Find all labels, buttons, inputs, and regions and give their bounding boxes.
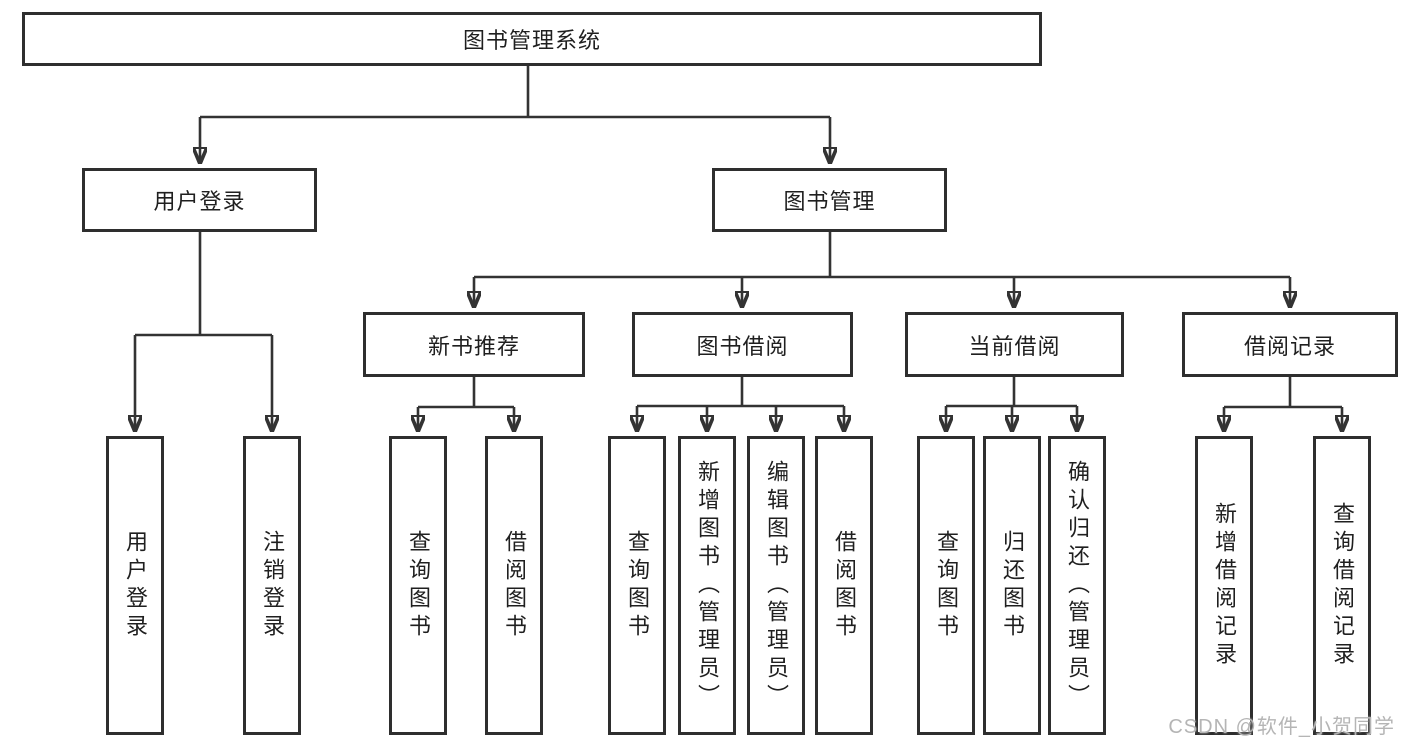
node-book-borrowing: 图书借阅 xyxy=(632,312,853,377)
leaf-query-books-current-label: 查询图书 xyxy=(934,529,959,642)
csdn-watermark: CSDN @软件_小贺同学 xyxy=(1168,716,1395,738)
leaf-confirm-return-admin-label: 确认归还（管理员） xyxy=(1065,459,1090,712)
leaf-borrow-books-borrowing-label: 借阅图书 xyxy=(832,529,857,642)
node-current-borrowing: 当前借阅 xyxy=(905,312,1124,377)
leaf-query-books-recommend: 查询图书 xyxy=(389,436,447,735)
leaf-borrow-books-borrowing: 借阅图书 xyxy=(815,436,873,735)
node-new-book-recommend-label: 新书推荐 xyxy=(427,333,520,359)
leaf-logout-label: 注销登录 xyxy=(260,529,285,642)
leaf-user-login: 用户登录 xyxy=(106,436,164,735)
leaf-return-books: 归还图书 xyxy=(983,436,1041,735)
node-book-management: 图书管理 xyxy=(712,168,947,232)
node-root-label: 图书管理系统 xyxy=(462,28,601,53)
node-user-login: 用户登录 xyxy=(82,168,317,232)
leaf-query-books-borrowing: 查询图书 xyxy=(608,436,666,735)
leaf-return-books-label: 归还图书 xyxy=(1000,529,1025,642)
node-borrow-records: 借阅记录 xyxy=(1182,312,1398,377)
leaf-query-books-borrowing-label: 查询图书 xyxy=(625,529,650,642)
leaf-add-book-admin-label: 新增图书（管理员） xyxy=(695,459,720,712)
leaf-add-book-admin: 新增图书（管理员） xyxy=(678,436,736,735)
leaf-add-borrow-record: 新增借阅记录 xyxy=(1195,436,1253,735)
node-current-borrowing-label: 当前借阅 xyxy=(968,333,1061,359)
leaf-confirm-return-admin: 确认归还（管理员） xyxy=(1048,436,1106,735)
node-new-book-recommend: 新书推荐 xyxy=(363,312,585,377)
leaf-logout: 注销登录 xyxy=(243,436,301,735)
node-user-login-label: 用户登录 xyxy=(153,189,246,214)
leaf-user-login-label: 用户登录 xyxy=(123,529,148,642)
leaf-add-borrow-record-label: 新增借阅记录 xyxy=(1212,501,1237,670)
leaf-query-borrow-record-label: 查询借阅记录 xyxy=(1330,501,1355,670)
leaf-borrow-books-recommend-label: 借阅图书 xyxy=(502,529,527,642)
node-book-management-label: 图书管理 xyxy=(783,189,876,214)
leaf-edit-book-admin-label: 编辑图书（管理员） xyxy=(764,459,789,712)
leaf-query-books-recommend-label: 查询图书 xyxy=(406,529,431,642)
leaf-edit-book-admin: 编辑图书（管理员） xyxy=(747,436,805,735)
leaf-query-books-current: 查询图书 xyxy=(917,436,975,735)
node-borrow-records-label: 借阅记录 xyxy=(1243,333,1336,359)
node-book-borrowing-label: 图书借阅 xyxy=(696,333,789,359)
leaf-query-borrow-record: 查询借阅记录 xyxy=(1313,436,1371,735)
node-root: 图书管理系统 xyxy=(22,12,1042,66)
leaf-borrow-books-recommend: 借阅图书 xyxy=(485,436,543,735)
